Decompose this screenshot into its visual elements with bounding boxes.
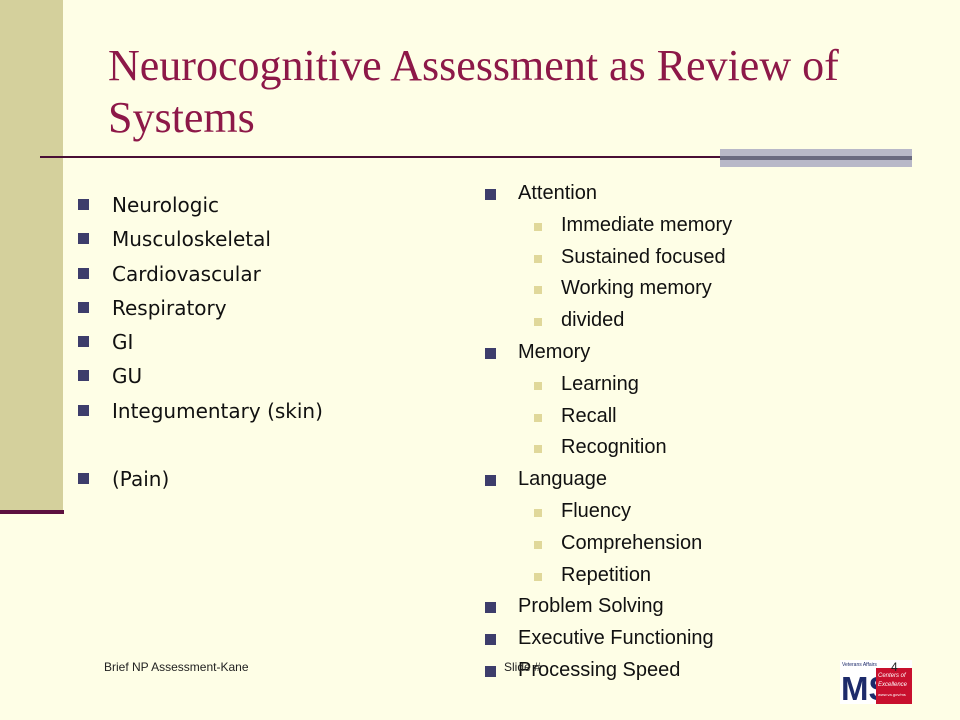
list-item-processing-speed: Processing Speed (485, 655, 732, 687)
list-item: Integumentary (skin) (78, 394, 323, 428)
square-sub-bullet-icon (534, 222, 542, 231)
systems-list: Neurologic Musculoskeletal Cardiovascula… (78, 188, 323, 496)
sub-list-item: Repetition (485, 560, 732, 592)
square-bullet-icon (78, 473, 89, 485)
square-sub-bullet-icon (534, 413, 542, 422)
square-sub-bullet-icon (534, 254, 542, 263)
square-sub-bullet-icon (534, 508, 542, 517)
sidebar-underline (0, 510, 64, 514)
title-rule (40, 156, 912, 158)
square-bullet-icon (485, 347, 496, 359)
sub-list-item: Recall (485, 401, 732, 433)
va-ms-centers-logo: Veterans Affairs MS Centers of Excellenc… (840, 660, 912, 704)
list-item: (Pain) (78, 462, 323, 496)
sub-list-item: Immediate memory (485, 210, 732, 242)
list-item-language: Language Fluency Comprehension Repetitio… (485, 464, 732, 591)
left-sidebar-band (0, 0, 63, 512)
square-bullet-icon (78, 233, 89, 245)
list-item: GI (78, 325, 323, 359)
list-item: Musculoskeletal (78, 222, 323, 256)
sub-list-item: Sustained focused (485, 242, 732, 274)
square-bullet-icon (78, 370, 89, 382)
logo-line2: Excellence (878, 682, 908, 688)
square-bullet-icon (78, 267, 89, 279)
square-bullet-icon (78, 336, 89, 348)
square-bullet-icon (485, 189, 496, 200)
sub-list-item: Working memory (485, 273, 732, 305)
list-item-memory: Memory Learning Recall Recognition (485, 337, 732, 464)
list-item: Neurologic (78, 188, 323, 222)
square-bullet-icon (485, 665, 496, 677)
square-sub-bullet-icon (534, 286, 542, 295)
square-bullet-icon (78, 404, 89, 416)
logo-line1: Centers of (878, 673, 907, 679)
square-bullet-icon (485, 475, 496, 487)
sub-list-item: Fluency (485, 496, 732, 528)
list-item: Respiratory (78, 291, 323, 325)
cognitive-domains-list: Attention Immediate memory Sustained foc… (485, 178, 732, 687)
footer-presenter: Brief NP Assessment-Kane (104, 660, 249, 674)
square-sub-bullet-icon (534, 381, 542, 390)
sub-list-item: Learning (485, 369, 732, 401)
list-item-problem-solving: Problem Solving (485, 591, 732, 623)
square-sub-bullet-icon (534, 540, 542, 549)
square-bullet-icon (485, 634, 496, 646)
logo-url: www.va.gov/ms (878, 692, 906, 697)
sub-list-item: divided (485, 305, 732, 337)
square-bullet-icon (78, 199, 89, 210)
sub-list-item: Comprehension (485, 528, 732, 560)
square-sub-bullet-icon (534, 445, 542, 454)
page-number: 4 (891, 660, 898, 674)
list-item: Cardiovascular (78, 257, 323, 291)
list-item: GU (78, 359, 323, 393)
sub-list: Learning Recall Recognition (518, 369, 732, 464)
title-rule-accent-line (720, 156, 912, 160)
list-item-executive-functioning: Executive Functioning (485, 623, 732, 655)
sub-list: Immediate memory Sustained focused Worki… (518, 210, 732, 337)
slide-title: Neurocognitive Assessment as Review of S… (108, 41, 839, 142)
square-sub-bullet-icon (534, 572, 542, 581)
footer-slide-label: Slide # (504, 660, 541, 674)
sub-list: Fluency Comprehension Repetition (518, 496, 732, 591)
list-item-attention: Attention Immediate memory Sustained foc… (485, 178, 732, 337)
sub-list-item: Recognition (485, 432, 732, 464)
square-bullet-icon (78, 301, 89, 313)
square-bullet-icon (485, 602, 496, 614)
logo-top-text: Veterans Affairs (842, 662, 877, 668)
square-sub-bullet-icon (534, 318, 542, 327)
